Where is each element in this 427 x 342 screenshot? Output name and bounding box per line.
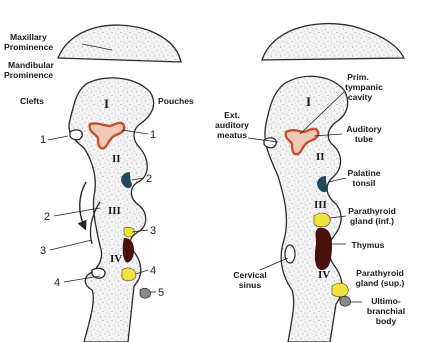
right-arch-I: I xyxy=(306,94,311,109)
left-panel: Maxillary Prominence Mandibular Prominen… xyxy=(4,25,194,342)
left-arch-IV: IV xyxy=(110,253,122,265)
left-arch-III: III xyxy=(108,205,121,217)
right-arch-III: III xyxy=(314,199,327,211)
maxillary-label-2: Prominence xyxy=(4,42,53,52)
mandibular-label-2: Prominence xyxy=(4,70,53,80)
pouches-label: Pouches xyxy=(158,96,194,106)
cleft-num-1: 1 xyxy=(40,134,46,146)
left-arch-II: II xyxy=(112,153,121,165)
maxillary-prominence xyxy=(58,25,181,62)
left-arch-I: I xyxy=(104,96,109,111)
mandibular-label-1: Mandibular xyxy=(8,60,54,70)
right-ext-auditory-notch xyxy=(264,138,276,148)
pouch-num-5: 5 xyxy=(158,287,164,299)
cleft-1 xyxy=(70,130,82,140)
right-panel: Prim. tympanic cavity Ext. auditory meat… xyxy=(215,24,405,342)
ext-auditory-2: auditory xyxy=(215,120,249,130)
ultimobranchial-2: branchial xyxy=(367,306,405,316)
pouch-num-2: 2 xyxy=(146,173,152,185)
right-maxillary xyxy=(262,24,404,60)
cervical-sinus-1: Cervical xyxy=(233,270,266,280)
parathyroid-inf-1: Parathyroid xyxy=(348,206,396,216)
right-arch-II: II xyxy=(316,151,325,163)
right-arch-IV: IV xyxy=(318,269,330,281)
auditory-tube-2: tube xyxy=(355,134,373,144)
cleft-arrow xyxy=(80,182,86,226)
right-ultimobranchial xyxy=(340,296,350,306)
parathyroid-sup-1: Parathyroid xyxy=(356,268,404,278)
right-thymus xyxy=(315,228,332,270)
ultimobranchial-3: body xyxy=(376,316,397,326)
right-parathyroid-inf xyxy=(314,213,330,227)
pouch-num-1: 1 xyxy=(150,129,156,141)
parathyroid-sup-2: gland (sup.) xyxy=(356,278,405,288)
maxillary-label-1: Maxillary xyxy=(10,32,47,42)
right-parathyroid-sup xyxy=(332,283,348,297)
prim-tympanic-3: cavity xyxy=(348,92,373,102)
thymus-label: Thymus xyxy=(352,240,385,250)
cervical-sinus-2: sinus xyxy=(239,280,262,290)
ext-auditory-3: meatus xyxy=(217,130,247,140)
ultimobranchial-1: Ultimo- xyxy=(371,296,401,306)
cleft-num-4: 4 xyxy=(54,277,60,289)
cleft-num-2: 2 xyxy=(44,211,50,223)
auditory-tube-1: Auditory xyxy=(346,124,382,134)
ext-auditory-1: Ext. xyxy=(224,110,240,120)
prim-tympanic-2: tympanic xyxy=(345,82,383,92)
left-pouch-4 xyxy=(122,268,136,281)
pouch-num-3: 3 xyxy=(150,225,156,237)
right-embryo-outline xyxy=(265,76,348,342)
pouch-num-4: 4 xyxy=(150,265,156,277)
palatine-tonsil-2: tonsil xyxy=(353,178,376,188)
clefts-label: Clefts xyxy=(20,96,44,106)
cleft-num-3: 3 xyxy=(40,245,46,257)
prim-tympanic-1: Prim. xyxy=(347,72,369,82)
left-pouch-5 xyxy=(140,288,150,298)
parathyroid-inf-2: gland (inf.) xyxy=(350,216,394,226)
palatine-tonsil-1: Palatine xyxy=(348,168,381,178)
cervical-sinus xyxy=(285,245,295,263)
